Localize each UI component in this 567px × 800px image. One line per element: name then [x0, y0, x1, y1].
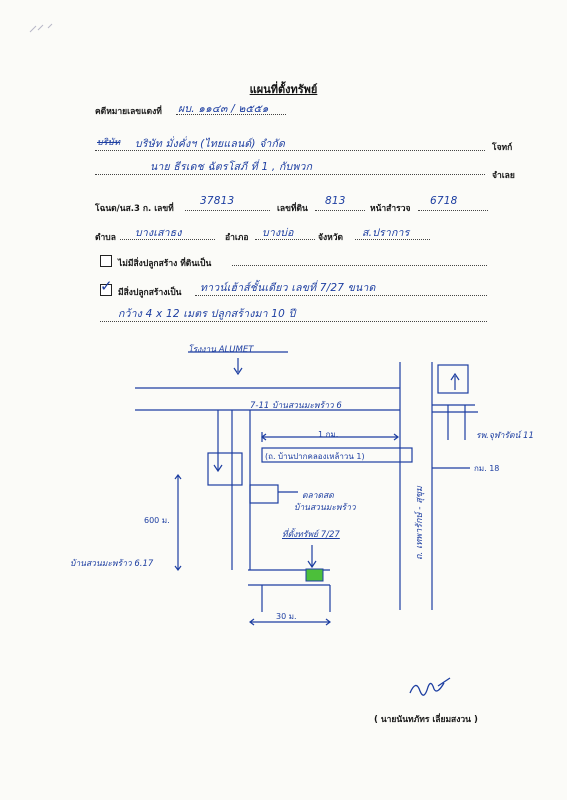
survey-value: 6718 — [430, 195, 458, 207]
no-building-label: ไม่มีสิ่งปลูกสร้าง ที่ดินเป็น — [118, 259, 212, 269]
plaintiff-line — [95, 150, 485, 151]
district-value: บางบ่อ — [262, 227, 294, 239]
market-building — [249, 484, 279, 504]
deed-number: 37813 — [200, 195, 235, 207]
subdistrict-label: ตำบล — [95, 233, 116, 243]
village-label: บ้านสวนมะพร้าว 6.17 — [70, 559, 154, 569]
checkmark-icon: ✓ — [100, 277, 113, 295]
distance-30m-right-arrow — [325, 618, 331, 626]
page-title: แผนที่ตั้งทรัพย์ — [249, 83, 318, 96]
plaintiff-role-label: โจทก์ — [492, 143, 513, 153]
province-label: จังหวัด — [318, 233, 344, 243]
hospital-label: รพ.จุฬารัตน์ 11 — [476, 431, 534, 441]
defendant-role-label: จำเลย — [492, 171, 515, 181]
land-no-line — [315, 210, 365, 211]
seven-eleven-building — [207, 452, 243, 486]
has-building-checkbox[interactable] — [100, 284, 112, 296]
signature-scribble — [409, 677, 451, 696]
property-marker — [305, 568, 324, 582]
market-label-2: บ้านสวนมะพร้าว — [294, 503, 356, 513]
seven-eleven-label: 7-11 บ้านสวนมะพร้าว 6 — [250, 401, 342, 411]
signature-name: ( นายนันทภัทร เลี่ยมสงวน ) — [374, 715, 478, 725]
building-description: ทาวน์เฮ้าส์ชั้นเดียว เลขที่ 7/27 ขนาด — [200, 282, 376, 294]
survey-line — [418, 210, 488, 211]
district-line — [255, 239, 315, 240]
distance-600m-bottom-arrow — [174, 565, 182, 571]
factory-arrow-head — [233, 367, 243, 376]
distance-600m-label: 600 ม. — [144, 516, 170, 525]
distance-1km-right-arrow — [393, 433, 399, 441]
corner-mark — [29, 23, 53, 33]
km-marker-label: กม. 18 — [474, 464, 500, 473]
building-line-1 — [195, 295, 487, 296]
province-line — [355, 239, 430, 240]
plaintiff-prefix: บริษัท — [97, 138, 121, 148]
survey-label: หน้าสำรวจ — [370, 204, 411, 214]
province-value: ส.ปราการ — [362, 227, 410, 239]
distance-1km-label: 1 กม. — [318, 430, 339, 439]
land-no-label: เลขที่ดิน — [277, 204, 308, 214]
subdistrict-line — [120, 239, 215, 240]
defendant-line — [95, 174, 485, 175]
soi-name-label: (ถ. บ้านปากคลองเหล้าวน 1) — [265, 452, 365, 461]
land-no-value: 813 — [325, 195, 346, 207]
building-line-2 — [100, 321, 487, 322]
case-number-label: คดีหมายเลขแดงที่ — [95, 107, 162, 117]
property-arrowhead — [307, 560, 317, 569]
deed-number-line — [185, 210, 270, 211]
plaintiff-name: บริษัท มั่งคั่งฯ (ไทยแลนด์) จำกัด — [135, 138, 286, 150]
no-building-checkbox[interactable] — [100, 255, 112, 267]
distance-600m-top-arrow — [174, 474, 182, 480]
no-building-line — [232, 265, 487, 266]
seven-eleven-arrowhead — [213, 464, 223, 473]
case-number-value: ผบ. ๑๑๔๓ / ๒๕๕๑ — [178, 103, 269, 115]
defendant-name: นาย ธีรเดช ฉัตรโสภี ที่ 1 , กับพวก — [150, 161, 313, 173]
case-number-line — [176, 114, 286, 115]
distance-30m-label: 30 ม. — [276, 612, 297, 621]
deed-label: โฉนด/นส.3 ก. เลขที่ — [95, 204, 174, 214]
has-building-label: มีสิ่งปลูกสร้างเป็น — [118, 288, 182, 298]
property-label: ที่ตั้งทรัพย์ 7/27 — [282, 530, 340, 540]
building-description-2: กว้าง 4 x 12 เมตร ปลูกสร้างมา 10 ปี — [118, 308, 296, 320]
soi-label-box — [261, 447, 413, 463]
subdistrict-value: บางเสาธง — [135, 227, 182, 239]
hospital-building — [437, 364, 469, 394]
distance-30m-left-arrow — [249, 618, 255, 626]
hospital-arrowhead — [450, 372, 460, 381]
factory-label: โรงงาน ALUMET — [188, 345, 254, 355]
district-label: อำเภอ — [225, 233, 249, 243]
main-road-label: ถ. เทพารักษ์ - สุขุม — [415, 486, 425, 560]
market-label: ตลาดสด — [302, 491, 334, 501]
